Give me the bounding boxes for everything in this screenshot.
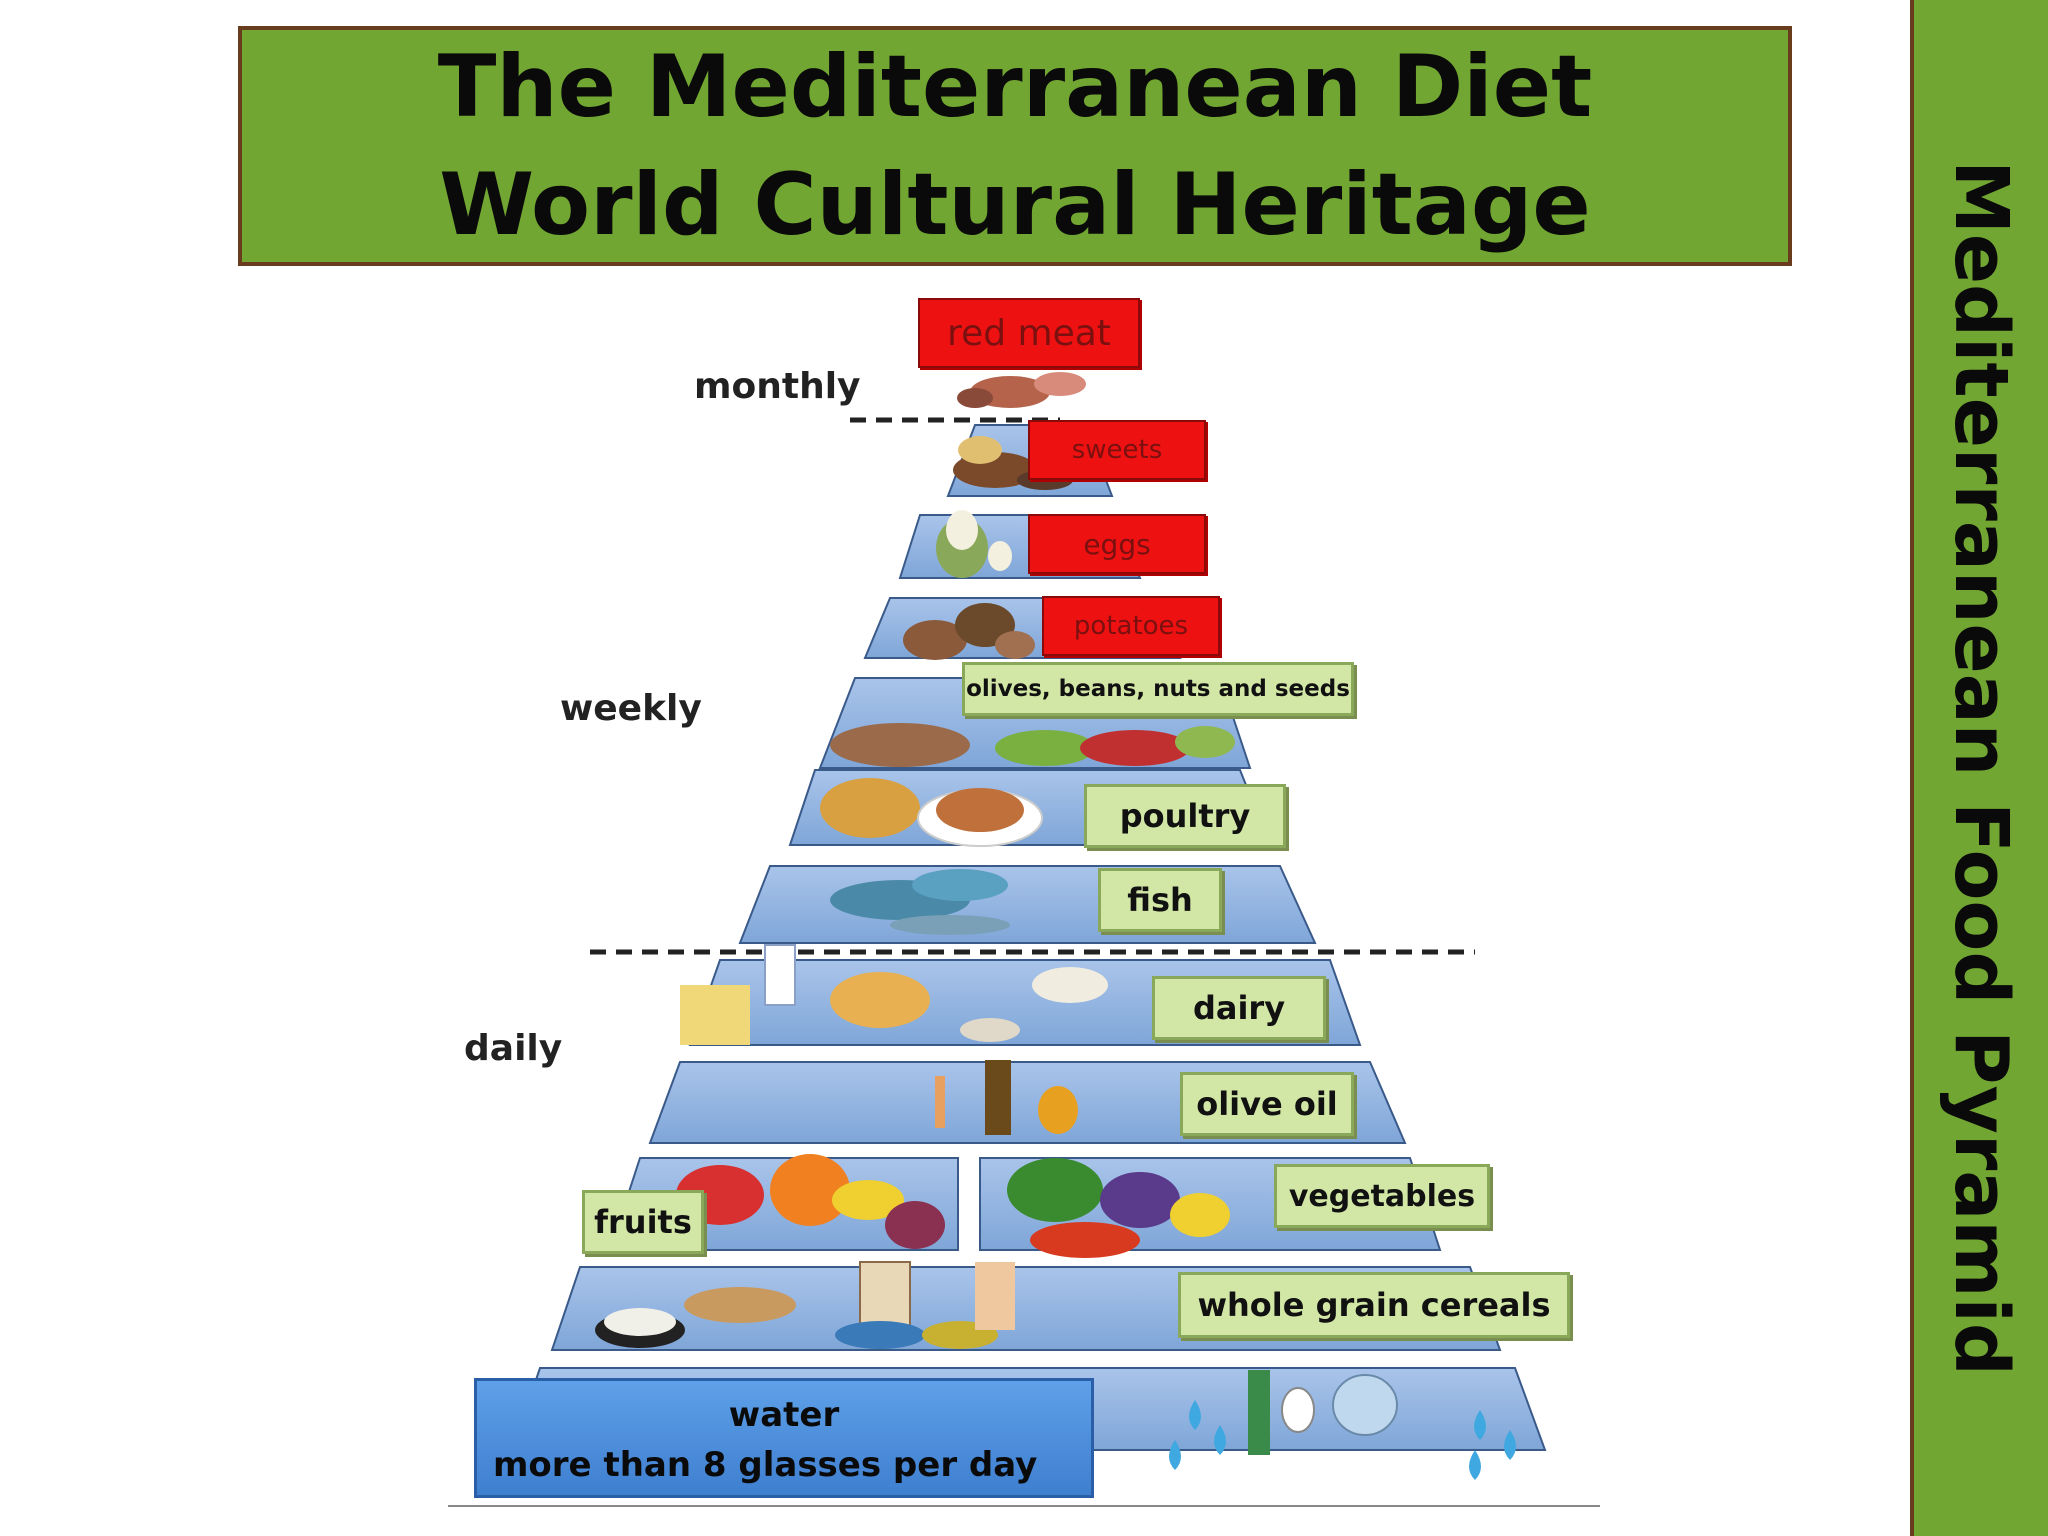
label-eggs: eggs xyxy=(1028,514,1206,574)
label-fruits: fruits xyxy=(582,1190,704,1254)
water-title: water xyxy=(728,1395,840,1435)
eggs-food xyxy=(936,510,1012,578)
freq-daily: daily xyxy=(464,1028,563,1069)
water-food xyxy=(1169,1370,1516,1480)
label-dairy: dairy xyxy=(1152,976,1326,1040)
label-sweets: sweets xyxy=(1028,420,1206,480)
label-poultry: poultry xyxy=(1084,784,1286,848)
label-potatoes: potatoes xyxy=(1042,596,1220,656)
label-red-meat: red meat xyxy=(918,298,1140,368)
dairy-food xyxy=(680,944,1108,1045)
title-banner: The Mediterranean Diet World Cultural He… xyxy=(238,26,1792,266)
label-whole-grain-cereals: whole grain cereals xyxy=(1178,1272,1570,1338)
water-subtitle: more than 8 glasses per day xyxy=(493,1445,1038,1485)
potatoes-food xyxy=(903,603,1035,660)
title-line-1: The Mediterranean Diet xyxy=(437,37,1593,137)
olive-oil-food xyxy=(935,1060,1078,1135)
label-fish: fish xyxy=(1098,868,1222,932)
poultry-food xyxy=(820,778,1043,847)
freq-weekly: weekly xyxy=(560,688,702,729)
fish-food xyxy=(830,869,1010,935)
freq-monthly: monthly xyxy=(694,366,861,407)
sweets-food xyxy=(953,436,1073,490)
label-vegetables: vegetables xyxy=(1274,1164,1490,1228)
tier-fish xyxy=(738,865,1317,944)
water-box: water more than 8 glasses per day xyxy=(474,1378,1094,1498)
label-olive-oil: olive oil xyxy=(1180,1072,1354,1136)
cereals-food xyxy=(595,1261,1015,1349)
title-line-2: World Cultural Heritage xyxy=(439,155,1591,255)
olives-food xyxy=(830,723,1235,767)
vegetables-food xyxy=(1007,1158,1230,1258)
red-meat-food xyxy=(957,372,1086,408)
label-olives-beans-nuts-seeds: olives, beans, nuts and seeds xyxy=(962,662,1354,716)
side-banner: Mediterranean Food Pyramid xyxy=(1910,0,2048,1536)
